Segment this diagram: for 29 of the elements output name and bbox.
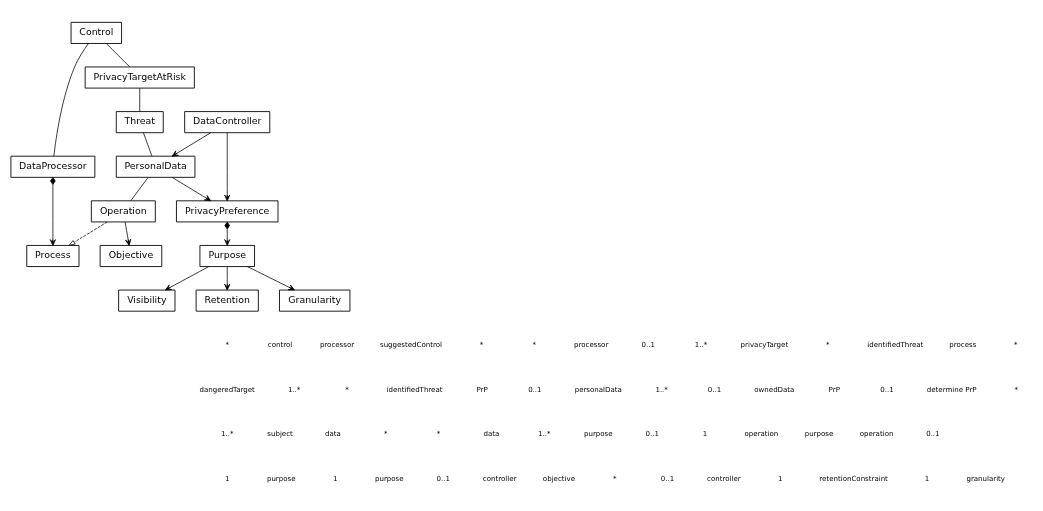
node-box: PrivacyPreference bbox=[176, 199, 279, 222]
arrow bbox=[171, 131, 211, 157]
connector bbox=[130, 176, 149, 201]
node-box: Process bbox=[26, 244, 80, 267]
node-box: PersonalData bbox=[115, 155, 196, 178]
arrow bbox=[68, 221, 108, 246]
arrow bbox=[224, 265, 231, 290]
node-box: Visibility bbox=[118, 289, 176, 312]
arrow bbox=[165, 265, 209, 290]
node-box: Objective bbox=[99, 244, 163, 267]
connector bbox=[53, 42, 89, 156]
node-box: PrivacyTargetAtRisk bbox=[84, 66, 195, 89]
connector bbox=[106, 42, 131, 67]
node-box: DataController bbox=[184, 110, 271, 133]
node-box: Granularity bbox=[279, 289, 351, 312]
arrow bbox=[49, 176, 56, 246]
node-box: DataProcessor bbox=[10, 155, 96, 178]
node-box: Operation bbox=[90, 199, 156, 222]
arrow bbox=[247, 265, 295, 290]
node-box: Retention bbox=[195, 289, 259, 312]
arrow bbox=[171, 176, 212, 201]
node-box: Threat bbox=[115, 110, 164, 133]
node-box: Control bbox=[70, 21, 122, 44]
node-box: Purpose bbox=[199, 244, 255, 267]
arrow bbox=[224, 131, 231, 201]
arrow bbox=[224, 221, 231, 246]
connector bbox=[139, 87, 141, 112]
connector bbox=[143, 131, 153, 157]
arrow bbox=[124, 221, 132, 246]
